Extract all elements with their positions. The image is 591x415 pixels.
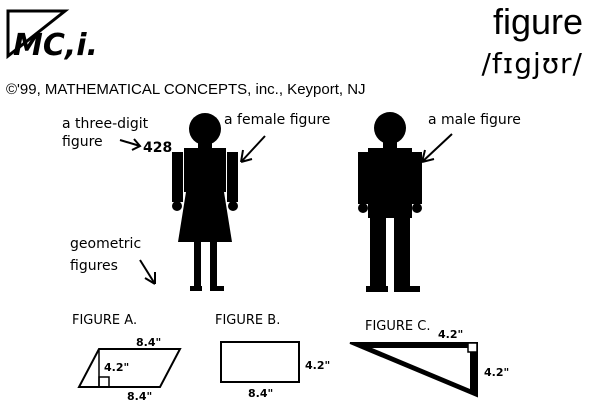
figure-b-caption: FIGURE B. [215, 313, 280, 328]
figure-a-top-dimension: 8.4" [136, 336, 161, 349]
figure-b-bottom-dimension: 8.4" [248, 387, 273, 400]
male-figure [358, 112, 422, 292]
pronunciation: /fɪgjʊr/ [481, 47, 583, 80]
figure-b: FIGURE B. 4.2" 8.4" [215, 313, 330, 400]
male-label: a male figure [428, 112, 521, 128]
figure-a: FIGURE A. 8.4" 4.2" 8.4" [72, 313, 182, 403]
female-figure [172, 113, 238, 291]
mci-logo: MC,i. [6, 9, 98, 63]
figure-c-right-dimension: 4.2" [484, 366, 509, 379]
female-label: a female figure [224, 112, 330, 128]
geometric-label-line2: figures [70, 258, 118, 274]
figure-c-top-dimension: 4.2" [438, 328, 463, 341]
arrow-icon [240, 135, 266, 163]
three-digit-label-line1: a three-digit [62, 116, 149, 132]
arrow-icon [421, 133, 453, 163]
number-428: 428 [143, 140, 172, 156]
three-digit-label-line2: figure [62, 134, 103, 150]
arrow-icon [139, 259, 156, 285]
figure-c: FIGURE C. 4.2" 4.2" [349, 319, 509, 398]
figure-b-right-dimension: 4.2" [305, 359, 330, 372]
copyright-line: ©'99, MATHEMATICAL CONCEPTS, inc., Keypo… [6, 81, 366, 98]
arrow-icon [119, 138, 142, 151]
figure-c-caption: FIGURE C. [365, 319, 431, 334]
geometric-label-line1: geometric [70, 236, 141, 252]
figure-a-caption: FIGURE A. [72, 313, 137, 328]
headword: figure [492, 1, 583, 42]
figure-a-height-dimension: 4.2" [104, 361, 129, 374]
logo-text: MC,i. [13, 28, 98, 63]
figure-a-bottom-dimension: 8.4" [127, 390, 152, 403]
